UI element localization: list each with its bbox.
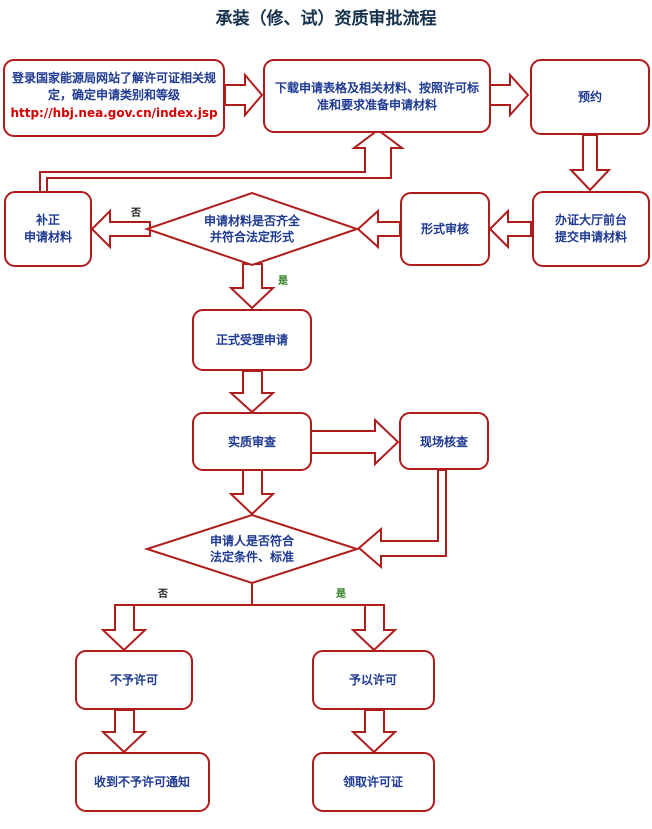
download-label-line2: 准和要求准备申请材料: [317, 97, 437, 112]
arrow-check-to-supplement: [90, 208, 151, 250]
node-site-check: [399, 412, 489, 470]
arrow-accept-to-substantive: [228, 370, 276, 414]
get-license-label: 领取许可证: [343, 774, 403, 789]
login-url: http://hbj.nea.gov.cn/index.jsp: [10, 106, 218, 120]
meets-label-line2: 法定条件、标准: [210, 549, 294, 564]
node-grant: [312, 650, 435, 710]
arrow-site-to-meets: [357, 469, 447, 570]
arrow-substantive-to-site: [310, 417, 400, 467]
arrow-download-to-appointment: [489, 72, 530, 118]
arrow-branch-to-grant: [350, 604, 398, 652]
arrow-submit-to-formal: [488, 208, 532, 250]
arrow-grant-to-license: [350, 709, 398, 754]
formal-review-label: 形式审核: [421, 221, 469, 236]
site-check-label: 现场核查: [420, 434, 469, 449]
node-get-license: [312, 752, 435, 812]
node-substantive: [192, 412, 312, 471]
arrow-check-to-accept: [228, 263, 276, 310]
arrow-appointment-to-submit: [568, 134, 612, 192]
arrow-formal-to-check: [356, 208, 401, 250]
node-labels: 登录国家能源局网站了解许可证相关规 定，确定申请类别和等级 http://hbj…: [10, 70, 627, 789]
node-submit: [532, 191, 650, 267]
node-deny: [75, 650, 193, 710]
node-supplement: [4, 191, 92, 267]
submit-label-line2: 提交申请材料: [555, 229, 627, 244]
node-login: [3, 59, 225, 137]
branch-no-meets: 否: [157, 588, 168, 600]
diagram-title: 承装（修、试）资质审批流程: [216, 8, 437, 29]
deny-label: 不予许可: [110, 672, 158, 687]
node-meets-decision: [143, 513, 361, 585]
node-accept: [192, 309, 312, 371]
check-label-line2: 并符合法定形式: [210, 229, 294, 244]
connectors: [39, 72, 612, 570]
login-label-line1: 登录国家能源局网站了解许可证相关规: [11, 70, 216, 85]
accept-label: 正式受理申请: [216, 332, 288, 347]
arrow-substantive-to-meets: [228, 469, 276, 516]
supplement-label-line1: 补正: [35, 212, 60, 227]
check-label-line1: 申请材料是否齐全: [204, 213, 301, 228]
node-download: [263, 59, 491, 133]
arrow-supplement-to-download: [39, 128, 405, 194]
branch-no-check: 否: [130, 207, 141, 219]
branch-yes-check: 是: [277, 275, 288, 287]
login-label-line2: 定，确定申请类别和等级: [48, 87, 180, 102]
arrow-deny-to-notice: [100, 709, 148, 754]
node-appointment: [530, 59, 650, 135]
branch-labels: 否 是 否 是: [130, 207, 346, 600]
arrow-branch-to-deny: [100, 604, 148, 652]
nodes: [3, 59, 650, 812]
deny-notice-label: 收到不予许可通知: [94, 774, 190, 789]
meets-label-line1: 申请人是否符合: [210, 533, 295, 548]
arrow-login-to-download: [224, 72, 264, 118]
download-label-line1: 下载申请表格及相关材料、按照许可标: [275, 80, 479, 95]
branch-yes-meets: 是: [335, 588, 346, 600]
node-check-decision: [143, 191, 361, 267]
appointment-label: 预约: [578, 89, 602, 104]
node-deny-notice: [75, 752, 210, 812]
branch-lines: [124, 583, 374, 606]
grant-label: 予以许可: [349, 672, 397, 687]
substantive-label: 实质审查: [228, 434, 277, 449]
connectors-lower: [100, 604, 398, 754]
supplement-label-line2: 申请材料: [24, 229, 72, 244]
node-formal-review: [400, 192, 490, 266]
submit-label-line1: 办证大厅前台: [555, 212, 627, 227]
